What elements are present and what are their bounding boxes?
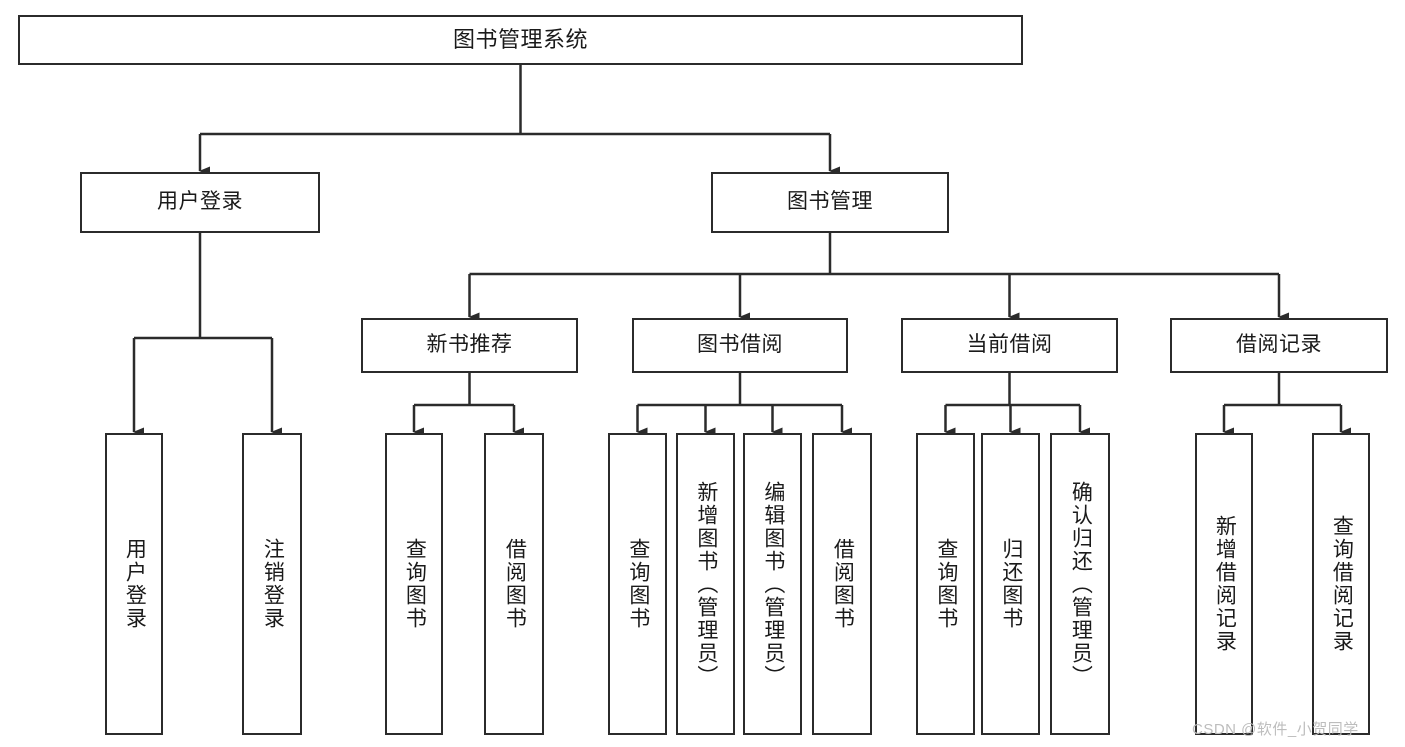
node-leaf-cb-confirm[interactable]: 确认归还（管理员） <box>1050 433 1110 735</box>
node-label: 借阅图书 <box>831 538 855 630</box>
node-label: 归还图书 <box>999 538 1023 630</box>
node-label: 确认归还（管理员） <box>1069 480 1093 688</box>
node-leaf-bb-edit[interactable]: 编辑图书（管理员） <box>743 433 802 735</box>
node-label: 新增图书（管理员） <box>694 480 718 688</box>
node-label: 图书借阅 <box>697 333 783 357</box>
node-label: 借阅图书 <box>503 538 527 630</box>
node-label: 图书管理系统 <box>452 27 588 53</box>
node-leaf-bb-borrow[interactable]: 借阅图书 <box>812 433 872 735</box>
node-label: 查询图书 <box>934 538 958 630</box>
node-label: 查询图书 <box>626 538 650 630</box>
node-label: 编辑图书（管理员） <box>761 480 785 688</box>
node-book-manage[interactable]: 图书管理 <box>711 172 949 233</box>
csdn-watermark: CSDN @软件_小贺同学 <box>1192 721 1359 738</box>
node-leaf-nb-borrow[interactable]: 借阅图书 <box>484 433 544 735</box>
node-new-book-rec[interactable]: 新书推荐 <box>361 318 578 373</box>
node-root[interactable]: 图书管理系统 <box>18 15 1023 65</box>
node-leaf-br-add[interactable]: 新增借阅记录 <box>1195 433 1253 735</box>
node-leaf-bb-add[interactable]: 新增图书（管理员） <box>676 433 735 735</box>
node-label: 当前借阅 <box>966 333 1053 357</box>
node-leaf-nb-query[interactable]: 查询图书 <box>385 433 443 735</box>
node-leaf-user-login[interactable]: 用户登录 <box>105 433 163 735</box>
node-borrow-record[interactable]: 借阅记录 <box>1170 318 1388 373</box>
node-label: 注销登录 <box>261 538 285 630</box>
node-label: 用户登录 <box>123 538 147 630</box>
node-label: 新增借阅记录 <box>1213 515 1237 653</box>
node-leaf-cb-return[interactable]: 归还图书 <box>981 433 1040 735</box>
node-book-borrow[interactable]: 图书借阅 <box>632 318 848 373</box>
node-current-borrow[interactable]: 当前借阅 <box>901 318 1118 373</box>
node-user-login[interactable]: 用户登录 <box>80 172 320 233</box>
node-label: 图书管理 <box>787 190 873 214</box>
node-label: 用户登录 <box>157 190 243 214</box>
node-label: 新书推荐 <box>426 333 513 357</box>
node-leaf-logout[interactable]: 注销登录 <box>242 433 302 735</box>
node-label: 查询图书 <box>403 538 427 630</box>
node-label: 借阅记录 <box>1236 333 1322 357</box>
node-leaf-br-query[interactable]: 查询借阅记录 <box>1312 433 1370 735</box>
node-leaf-bb-query[interactable]: 查询图书 <box>608 433 667 735</box>
node-label: 查询借阅记录 <box>1330 515 1354 653</box>
node-leaf-cb-query[interactable]: 查询图书 <box>916 433 975 735</box>
